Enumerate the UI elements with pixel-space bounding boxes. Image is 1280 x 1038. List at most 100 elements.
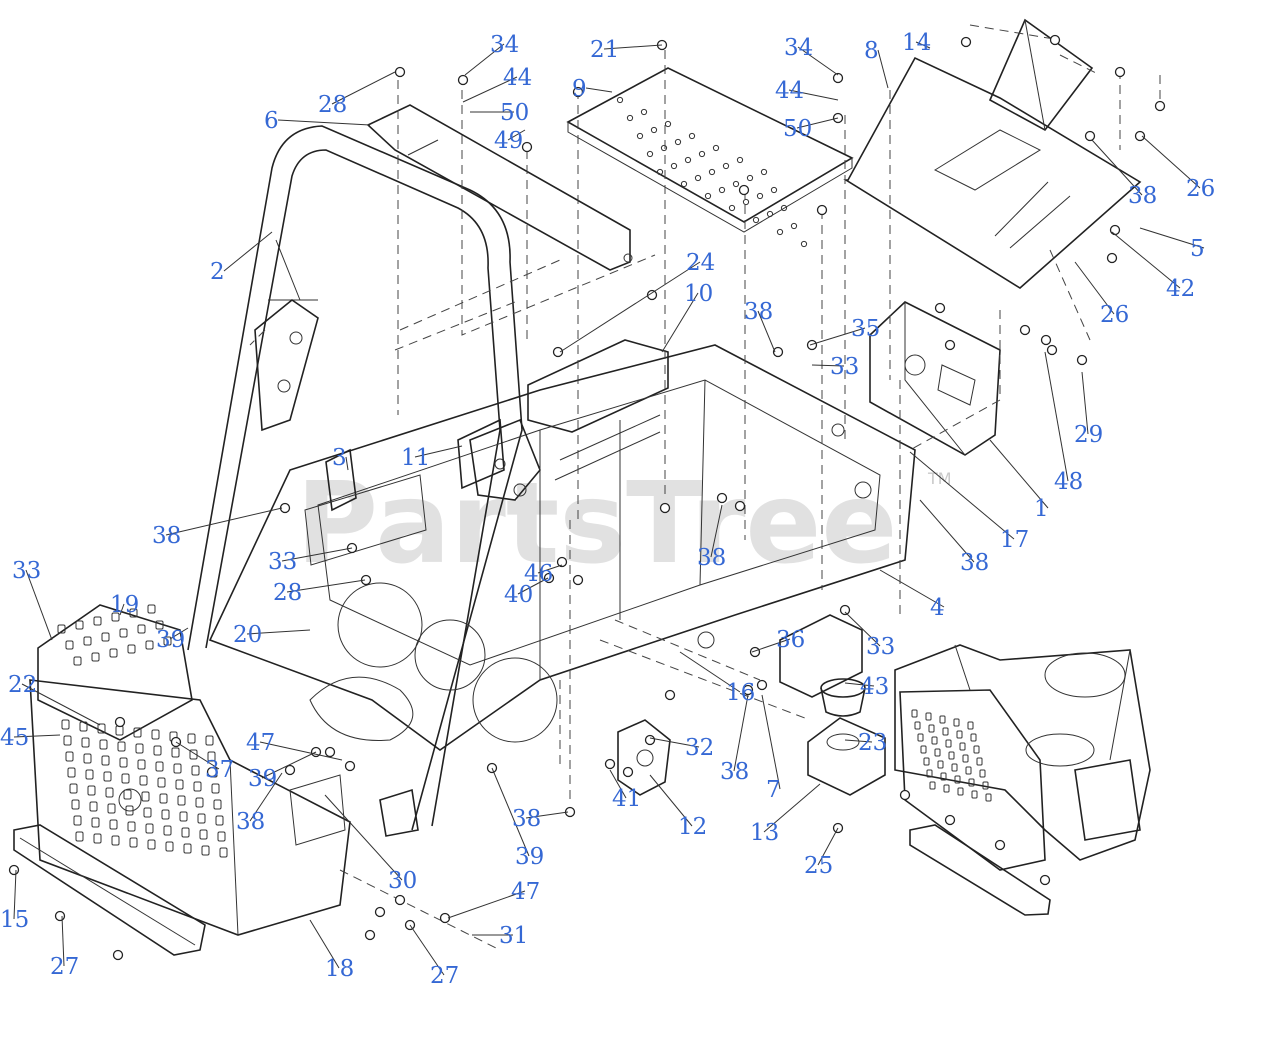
leader-line (661, 292, 699, 353)
bumper-perforation (63, 735, 72, 746)
leader-line (1091, 139, 1143, 196)
fastener (521, 141, 533, 153)
bumper-perforation (65, 640, 74, 650)
callout-label: 41 (612, 786, 641, 812)
fastener (457, 74, 469, 86)
bumper-perforation (133, 727, 142, 738)
fastener (394, 894, 406, 906)
leader-line (309, 919, 340, 969)
leader-line (13, 869, 17, 920)
callout-label: 34 (490, 32, 519, 58)
watermark-trademark: TM (927, 469, 952, 488)
bumper-perforation (119, 757, 128, 768)
bumper-perforation (67, 767, 76, 778)
rear-panel (843, 56, 1142, 289)
leader-line (989, 439, 1049, 509)
plate-perforation (732, 180, 740, 188)
fastener (664, 689, 676, 701)
plate-perforation (752, 216, 760, 224)
fastener (742, 684, 754, 696)
leader-line (844, 739, 873, 743)
fastener (1039, 874, 1051, 886)
fastener (734, 500, 746, 512)
plate-perforation (660, 144, 668, 152)
inset-perforation (931, 736, 938, 745)
leader-line (877, 49, 889, 89)
leader-line (919, 499, 975, 563)
plate-perforation (722, 162, 730, 170)
bumper-perforation (147, 839, 156, 850)
callout-label: 26 (1100, 302, 1129, 328)
bumper-perforation (79, 721, 88, 732)
small-parts (617, 614, 886, 796)
fastener (1084, 130, 1096, 142)
bumper-perforation (85, 769, 94, 780)
callout-label: 45 (0, 725, 29, 751)
leader-line (763, 783, 821, 833)
plate-perforation (680, 180, 688, 188)
callout-label: 44 (775, 78, 804, 104)
plate-perforation (698, 150, 706, 158)
corner-guard (988, 18, 1094, 132)
inset-perforation (968, 778, 975, 787)
leader-line (1141, 135, 1201, 189)
callout-label: 7 (766, 777, 781, 803)
bumper-perforation (123, 789, 132, 800)
callout-label: 13 (750, 820, 779, 846)
fastener (1106, 252, 1118, 264)
bumper-perforation (75, 831, 84, 842)
bumper-perforation (135, 743, 144, 754)
top-panel (366, 104, 633, 271)
bumper-perforation (189, 749, 198, 760)
callout-label: 22 (8, 672, 37, 698)
callout-label: 39 (515, 844, 544, 870)
bumper-perforation (183, 843, 192, 854)
fastener (1114, 66, 1126, 78)
leader-line (249, 772, 283, 822)
bracket-11 (457, 418, 505, 490)
callout-label: 38 (1128, 183, 1157, 209)
callout-label: 50 (500, 100, 529, 126)
fastener (572, 86, 584, 98)
bumper-perforation (115, 725, 124, 736)
callout-label: 38 (744, 299, 773, 325)
bumper-perforation (181, 827, 190, 838)
callout-label: 29 (1074, 422, 1103, 448)
bumper-perforation (219, 847, 228, 858)
fastener (1040, 334, 1052, 346)
bumper-perforation (157, 777, 166, 788)
bracket-3 (304, 448, 427, 566)
fastener (944, 339, 956, 351)
fastener (756, 679, 768, 691)
inset-perforation (967, 721, 974, 730)
callout-label: 39 (156, 627, 185, 653)
fastener (394, 66, 406, 78)
callout-label: 33 (830, 354, 859, 380)
callout-label: 17 (1000, 527, 1029, 553)
leader-line (844, 611, 881, 647)
inset-perforation (982, 781, 989, 790)
bumper-perforation (145, 640, 154, 650)
fastener (659, 502, 671, 514)
fastener (944, 814, 956, 826)
inset-perforation (965, 766, 972, 775)
bumper-perforation (71, 799, 80, 810)
leader-line (259, 741, 343, 761)
bumper-perforation (175, 779, 184, 790)
plate-perforation (616, 96, 624, 104)
bumper-perforation (151, 729, 160, 740)
inset-perforation (923, 757, 930, 766)
bumper-perforation (65, 751, 74, 762)
leader-line (796, 117, 839, 129)
inset-perforation (970, 733, 977, 742)
leader-line (1044, 351, 1069, 482)
leader-line (1111, 231, 1181, 289)
inset-perforation (934, 748, 941, 757)
leader-line (649, 774, 693, 827)
leader-line (165, 507, 283, 536)
callout-label: 4 (930, 595, 945, 621)
fastener (738, 184, 750, 196)
fastener (1109, 224, 1121, 236)
callout-label: 14 (902, 30, 931, 56)
